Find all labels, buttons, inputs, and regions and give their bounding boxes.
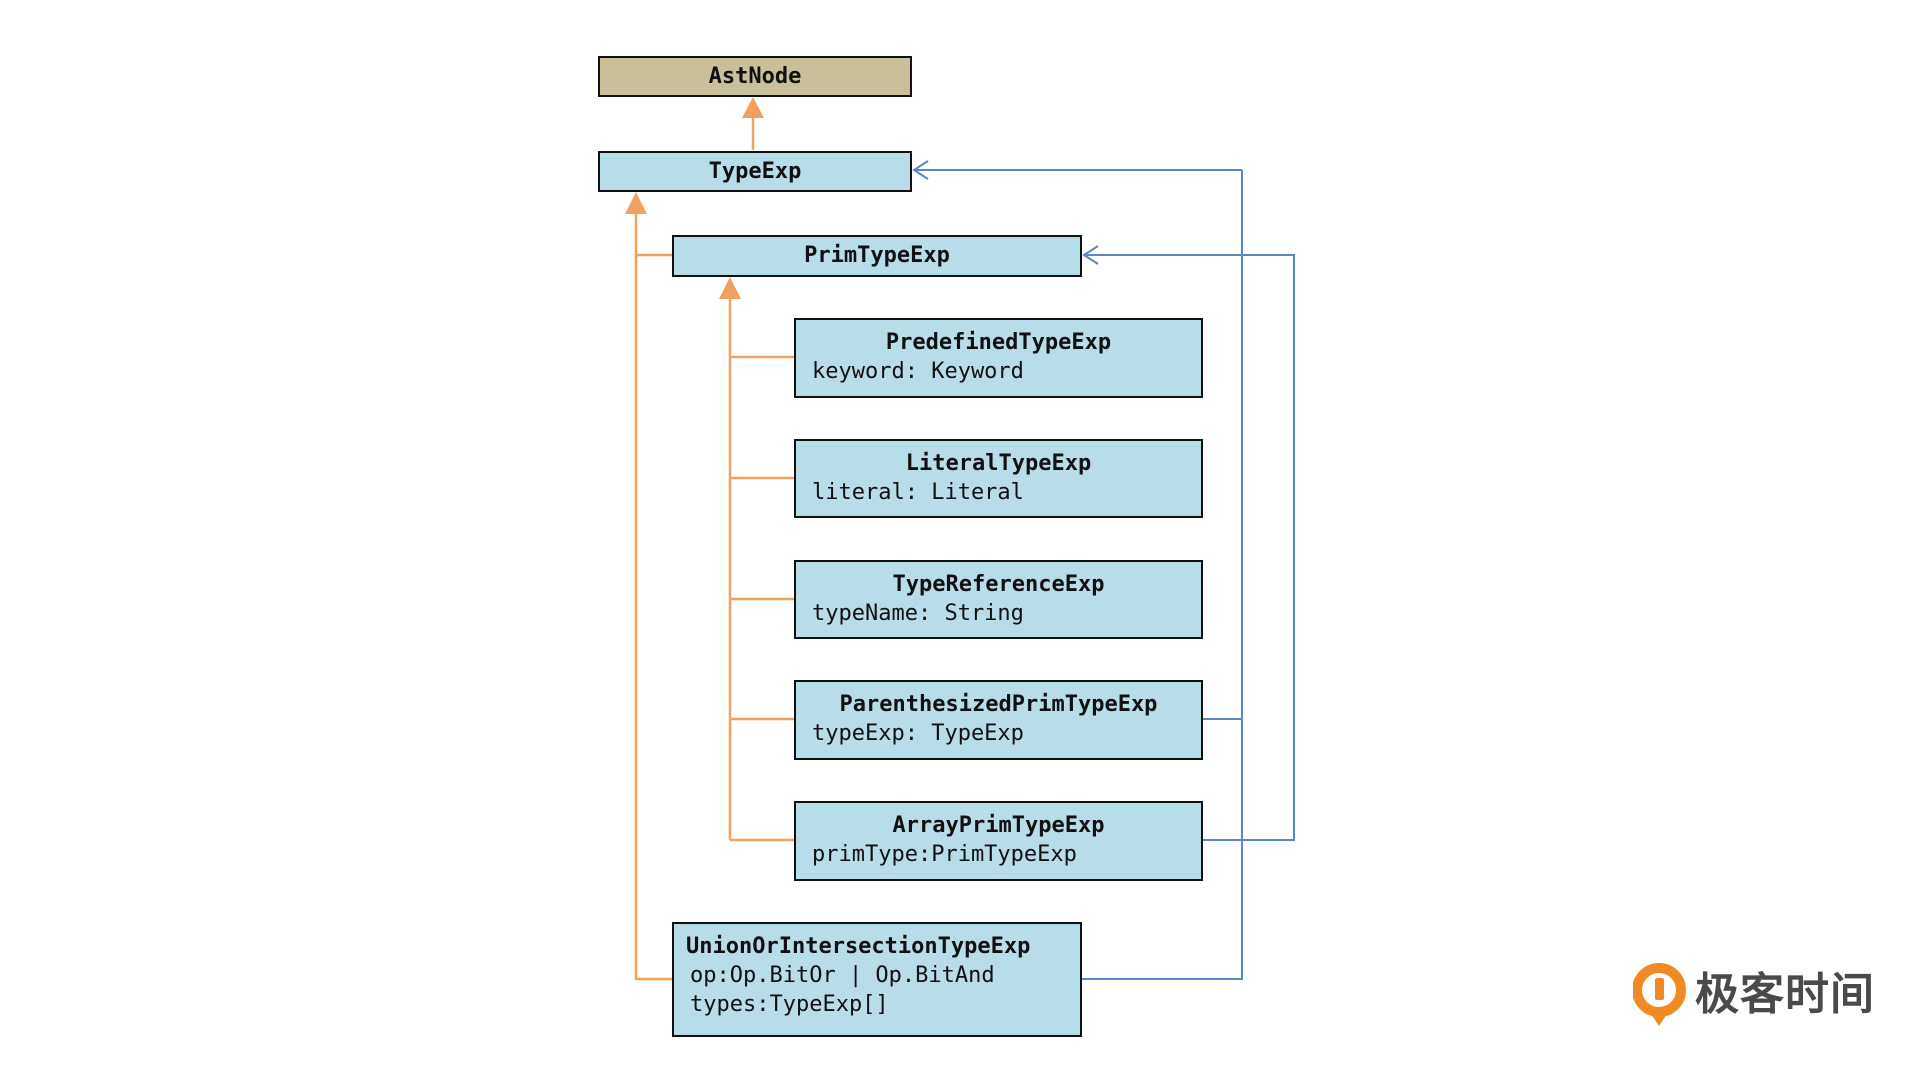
literal-type-exp-class-box: LiteralTypeExp literal: Literal [794,439,1203,518]
geektime-logo-icon [1633,963,1686,1026]
type-reference-exp-class-title: TypeReferenceExp [892,572,1105,597]
astnode-class-box: AstNode [598,56,912,97]
array-prim-type-exp-class-title: ArrayPrimTypeExp [892,813,1105,838]
literal-type-exp-class-title: LiteralTypeExp [905,451,1092,476]
parenthesized-prim-type-exp-class-box: ParenthesizedPrimTypeExp typeExp: TypeEx… [794,680,1203,760]
parenthesized-prim-type-exp-field-typeexp: typeExp: TypeExp [812,721,1024,746]
predefined-type-exp-class-title: PredefinedTypeExp [885,330,1112,355]
array-prim-type-exp-field-primtype: primType:PrimTypeExp [812,842,1077,867]
ref-line-to-primtypeexp [1086,254,1295,841]
primtypeexp-class-box: PrimTypeExp [672,235,1082,277]
type-reference-exp-field-typename: typeName: String [812,601,1024,626]
astnode-class-title: AstNode [708,63,802,89]
predefined-type-exp-field-keyword: keyword: Keyword [812,359,1024,384]
primtypeexp-class-title: PrimTypeExp [804,243,950,268]
union-or-intersection-type-exp-field-types: types:TypeExp[] [690,992,889,1017]
typeexp-class-title: TypeExp [708,158,802,184]
parenthesized-prim-type-exp-class-title: ParenthesizedPrimTypeExp [839,692,1158,717]
inherit-arrowhead-astnode [742,97,764,118]
array-prim-type-exp-class-box: ArrayPrimTypeExp primType:PrimTypeExp [794,801,1203,881]
type-reference-exp-class-box: TypeReferenceExp typeName: String [794,560,1203,639]
inherit-arrowhead-typeexp [625,192,647,214]
ref-line-to-typeexp [1082,170,1243,980]
ref-arrowhead-primtypeexp [1082,245,1099,265]
union-or-intersection-type-exp-class-box: UnionOrIntersectionTypeExp op:Op.BitOr |… [672,922,1082,1037]
union-or-intersection-type-exp-field-op: op:Op.BitOr | Op.BitAnd [690,963,995,988]
inherit-arrowhead-primtypeexp [719,277,741,299]
literal-type-exp-field-literal: literal: Literal [812,480,1024,505]
union-or-intersection-type-exp-class-title: UnionOrIntersectionTypeExp [686,934,1031,959]
ref-arrowhead-typeexp [912,160,929,180]
predefined-type-exp-class-box: PredefinedTypeExp keyword: Keyword [794,318,1203,398]
geektime-logo: 极客时间 [1633,962,1893,1032]
typeexp-class-box: TypeExp [598,151,912,192]
geektime-logo-text: 极客时间 [1695,969,1875,1020]
